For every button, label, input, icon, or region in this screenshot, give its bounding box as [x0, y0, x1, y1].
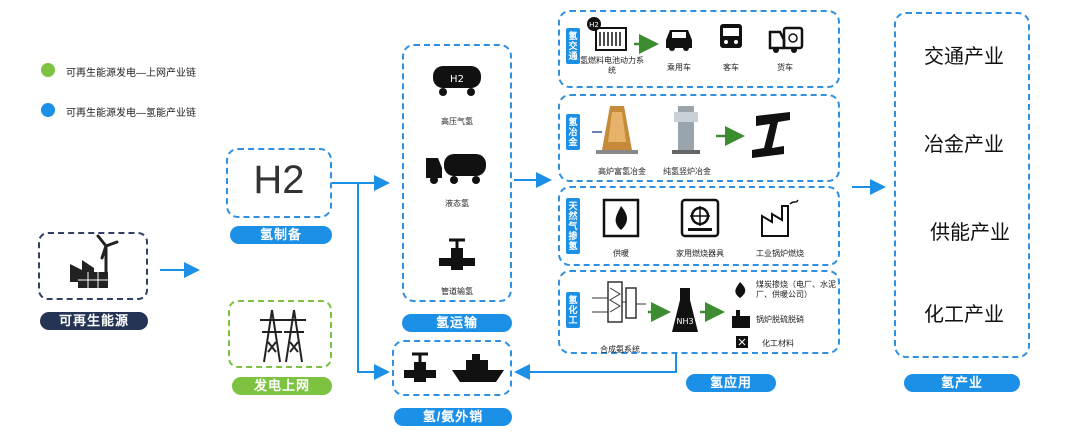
transport-item-2: 液态氢: [445, 199, 469, 208]
export-valve-icon: [404, 352, 436, 382]
gas-item-2-label: 家用燃烧器具: [676, 249, 724, 258]
h2-branch-arrows: [332, 175, 390, 380]
coal-flame-icon: [735, 282, 746, 298]
liquid-hydrogen-truck-icon: [426, 154, 486, 184]
app-metallurgy-box: 氢冶金 高炉富氢冶金 纯氢竖炉冶金: [558, 94, 840, 182]
cooktop-icon: [680, 198, 720, 238]
grid-box: [228, 300, 332, 368]
app-traffic-tag: 氢交通: [566, 28, 580, 64]
heating-flame-icon: [602, 198, 640, 238]
industry-label: 氢产业: [904, 374, 1020, 392]
gas-item-3-label: 工业锅炉燃烧: [756, 249, 804, 258]
chemical-material-icon: [736, 336, 748, 348]
transport-label: 氢运输: [402, 314, 512, 332]
chemical-output-3-label: 化工材料: [762, 339, 794, 348]
ammonia-system-label: 合成氨系统: [600, 345, 640, 354]
tanker-truck-icon: H2: [433, 66, 481, 96]
app-chemical-tag: 氢化工: [566, 292, 580, 328]
gas-item-1-label: 供暖: [613, 249, 629, 258]
legend-label-grid: 可再生能源发电—上网产业链: [66, 68, 196, 79]
export-label: 氢/氨外销: [394, 408, 512, 426]
industry-item-1: 交通产业: [924, 46, 1004, 68]
pipeline-valve-icon: [439, 238, 475, 270]
blast-furnace-icon: [592, 106, 638, 154]
application-label: 氢应用: [686, 374, 776, 392]
factory-icon: [761, 199, 799, 237]
fuel-cell-system-label: 氢燃料电池动力系统: [580, 56, 644, 75]
source-box: [38, 232, 148, 300]
svg-text:H2: H2: [589, 21, 599, 29]
h2-production-box: H2: [226, 148, 332, 218]
export-box: [392, 340, 512, 396]
industry-box: 交通产业 冶金产业 供能产业 化工产业: [894, 12, 1030, 358]
svg-text:H2: H2: [450, 74, 464, 85]
legend-dot-hydrogen: [41, 103, 55, 117]
app-gas-box: 天然气掺氢 供暖 家用燃烧器具 工业锅炉燃烧: [558, 186, 840, 266]
steel-beam-icon: [752, 112, 790, 158]
vehicle-1-label: 乘用车: [667, 63, 691, 72]
truck-icon: [768, 26, 804, 53]
h2-symbol: H2: [253, 158, 305, 202]
renewable-plant-icon: [70, 234, 119, 288]
vehicle-3-label: 货车: [777, 63, 793, 72]
app-traffic-box: 氢交通 H2 氢燃料电池动力系统 乘用车 客车 货车: [558, 10, 840, 88]
industry-item-2: 冶金产业: [924, 134, 1004, 156]
ammonia-synthesis-icon: [592, 281, 646, 323]
transport-item-1: 高压气氢: [441, 117, 473, 126]
grid-label: 发电上网: [232, 377, 332, 395]
ship-icon: [452, 354, 504, 382]
source-label: 可再生能源: [40, 312, 148, 330]
app-chemical-box: 氢化工 合成氨系统 NH3 煤炭掺烧（电厂、水泥厂、供暖公司） 锅炉脱硫脱硝 化…: [558, 270, 840, 354]
car-icon: [666, 30, 692, 51]
chemical-to-export-arrow: [514, 352, 677, 380]
metallurgy-item-2-label: 纯氢竖炉冶金: [663, 167, 711, 176]
app-gas-tag: 天然气掺氢: [566, 198, 580, 254]
shaft-furnace-icon: [672, 106, 700, 154]
metallurgy-item-1-label: 高炉富氢冶金: [598, 167, 646, 176]
fuel-cell-icon: H2: [587, 17, 627, 51]
bus-icon: [720, 24, 742, 48]
vehicle-2-label: 客车: [723, 63, 739, 72]
transport-item-3: 管道输氢: [441, 287, 473, 296]
app-metallurgy-tag: 氢冶金: [566, 114, 580, 150]
transport-box: H2 高压气氢 液态氢 管道输氢: [402, 44, 512, 302]
chemical-output-2-label: 锅炉脱硫脱硝: [756, 315, 804, 324]
svg-text:NH3: NH3: [676, 317, 693, 326]
green-flow-arrows: [634, 34, 745, 322]
legend-dot-grid: [41, 63, 55, 77]
nh3-flask-icon: NH3: [672, 288, 698, 332]
transmission-tower-icon: [260, 309, 306, 363]
chemical-output-1-label: 煤炭掺烧（电厂、水泥厂、供暖公司）: [756, 280, 836, 299]
industry-item-4: 化工产业: [924, 304, 1004, 326]
legend-label-hydrogen: 可再生能源发电—氢能产业链: [66, 108, 196, 119]
industry-item-3: 供能产业: [930, 222, 1010, 244]
boiler-icon: [732, 310, 750, 328]
h2-production-label: 氢制备: [230, 226, 332, 244]
